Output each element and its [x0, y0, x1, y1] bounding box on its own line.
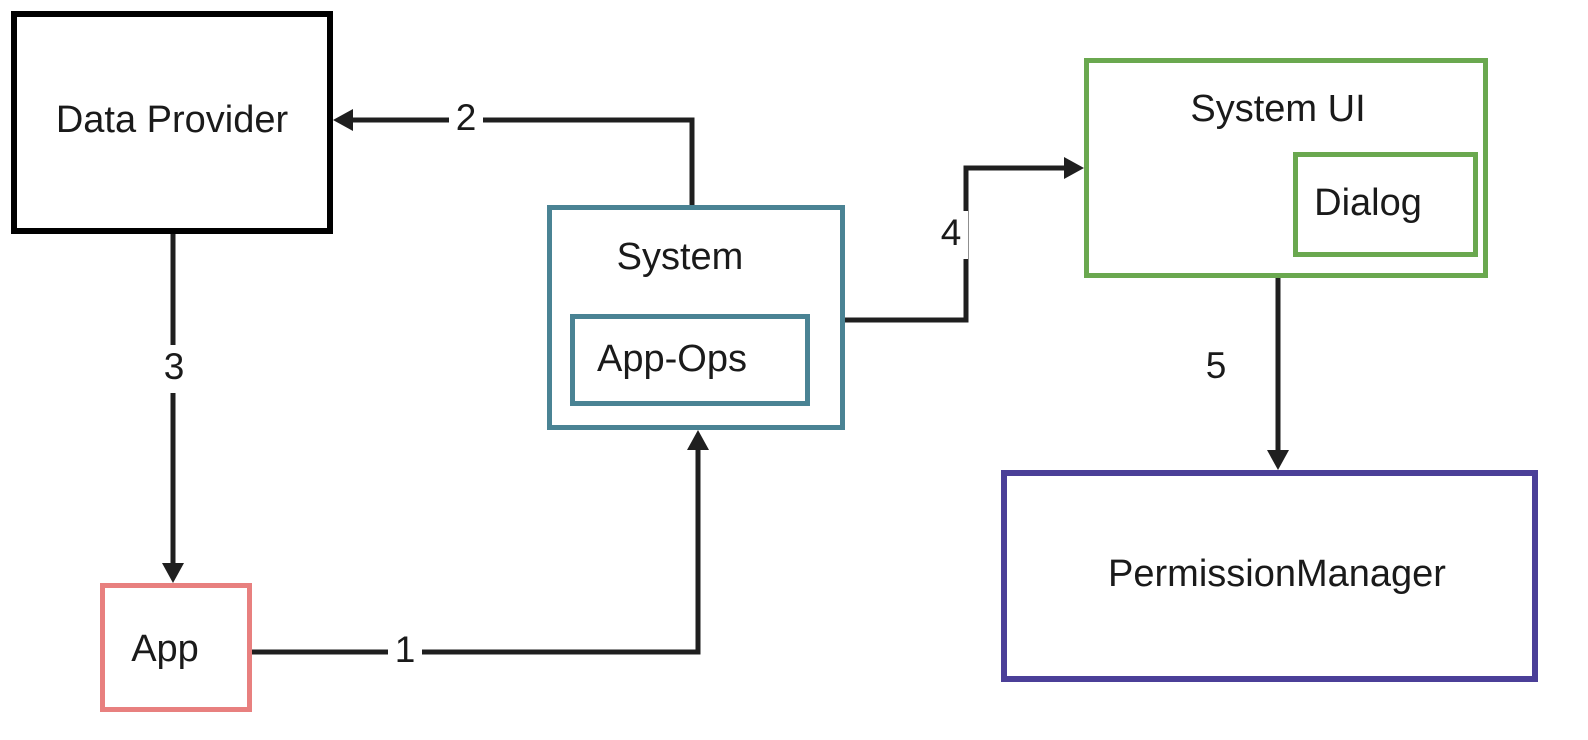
edge-label: 2 [456, 97, 477, 138]
edge-1 [252, 430, 709, 655]
edge-line [340, 117, 695, 205]
edge-label-backdrop [934, 211, 968, 259]
edge-label: 5 [1206, 345, 1227, 386]
edge-label: 1 [395, 629, 416, 670]
arrowhead-icon [333, 109, 353, 131]
edge-label-backdrop [449, 96, 483, 144]
node-app[interactable]: App [100, 583, 252, 712]
arrowhead-icon [1064, 157, 1084, 179]
node-box[interactable] [100, 583, 252, 712]
edge-label-backdrop [157, 345, 191, 393]
node-label: System [617, 236, 744, 278]
node-app-ops[interactable]: App-Ops [570, 314, 810, 406]
node-label: PermissionManager [1108, 553, 1446, 595]
edge-2 [333, 109, 695, 205]
node-label: System UI [1190, 88, 1365, 130]
edge-line [252, 436, 701, 655]
arrowhead-icon [687, 430, 709, 450]
node-box[interactable] [570, 314, 810, 406]
edge-label-group-4: 4 [934, 211, 968, 259]
node-box[interactable] [1293, 152, 1478, 257]
node-label: Data Provider [56, 99, 289, 141]
arrowhead-icon [162, 563, 184, 583]
edge-label-group-1: 1 [388, 628, 422, 676]
edge-label-backdrop [1199, 344, 1233, 392]
node-data-provider[interactable]: Data Provider [11, 11, 333, 234]
edge-label-backdrop [388, 628, 422, 676]
arrowhead-icon [1267, 450, 1289, 470]
edge-label: 4 [941, 212, 962, 253]
node-box[interactable] [11, 11, 333, 234]
edge-5 [1267, 278, 1289, 470]
edge-3 [162, 234, 184, 583]
node-label: Dialog [1314, 182, 1422, 224]
edge-label-group-3: 3 [157, 345, 191, 393]
node-dialog[interactable]: Dialog [1293, 152, 1478, 257]
node-permission-manager[interactable]: PermissionManager [1001, 470, 1538, 682]
edge-label-group-5: 5 [1199, 344, 1233, 392]
node-label: App [131, 628, 199, 670]
edge-label: 3 [164, 346, 185, 387]
edge-labels-layer: 1 2 3 4 5 [157, 96, 1233, 676]
edge-label-group-2: 2 [449, 96, 483, 144]
node-box[interactable] [1001, 470, 1538, 682]
node-label: App-Ops [597, 338, 747, 380]
